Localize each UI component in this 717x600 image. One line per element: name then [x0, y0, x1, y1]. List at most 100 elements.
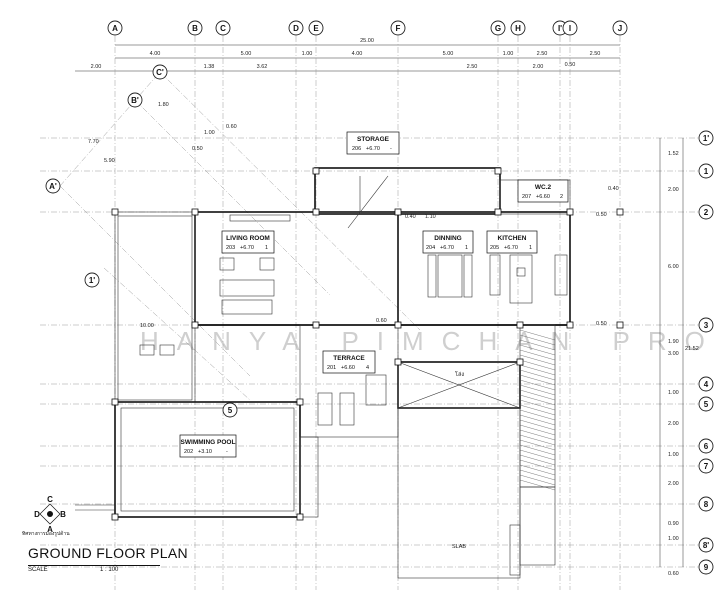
grid-bubble-row-4: 4 — [698, 376, 714, 392]
grid-bubble-col-a: A — [107, 20, 123, 36]
svg-text:1: 1 — [529, 245, 532, 251]
void-label: โล่ง — [455, 370, 464, 378]
grid-bubble-row-1-prime: 1' — [698, 130, 714, 146]
svg-text:204: 204 — [426, 245, 435, 251]
stair-ramp — [519, 324, 556, 491]
svg-text:203: 203 — [226, 245, 235, 251]
svg-text:1.80: 1.80 — [158, 102, 169, 108]
svg-text:2.50: 2.50 — [590, 51, 601, 57]
storage-stair — [347, 175, 389, 229]
dining-furniture — [427, 254, 473, 298]
svg-text:4.00: 4.00 — [352, 51, 363, 57]
svg-text:7.70: 7.70 — [88, 139, 99, 145]
svg-text:3: 3 — [704, 321, 709, 330]
dim-total-width: 25.00 — [360, 38, 374, 44]
svg-text:2.00: 2.00 — [533, 64, 544, 70]
svg-text:H: H — [515, 24, 521, 33]
right-dim-5: 1.00 — [668, 390, 679, 396]
grid-bubble-5-diag: 5 — [222, 402, 238, 418]
drawing-title: GROUND FLOOR PLAN — [28, 545, 188, 561]
grid-bubble-col-h: H — [510, 20, 526, 36]
grid-bubble-col-f: F — [390, 20, 406, 36]
room-tag-kitchen: KITCHEN 205 +6.70 1 — [486, 230, 538, 254]
svg-text:+6.60: +6.60 — [341, 365, 355, 371]
svg-text:5: 5 — [704, 400, 709, 409]
svg-text:1: 1 — [704, 167, 709, 176]
svg-text:A': A' — [49, 182, 57, 191]
svg-text:2.50: 2.50 — [467, 64, 478, 70]
grid-bubble-row-8-prime: 8' — [698, 537, 714, 553]
svg-text:C: C — [220, 24, 226, 33]
room-tag-terrace: TERRACE 201 +6.60 4 — [322, 350, 376, 374]
svg-text:0.50: 0.50 — [596, 212, 607, 218]
svg-text:2.00: 2.00 — [91, 64, 102, 70]
svg-text:1.10: 1.10 — [425, 214, 436, 220]
right-dim-10: 1.00 — [668, 536, 679, 542]
room-tag-swimming-pool: SWIMMING POOL 202 +3.10 - — [179, 434, 237, 458]
svg-text:2: 2 — [560, 194, 563, 200]
svg-text:6: 6 — [704, 442, 709, 451]
right-dim-0: 1.52 — [668, 151, 679, 157]
right-dimension-labels: 1.522.006.001.903.001.002.001.002.000.90… — [668, 151, 679, 577]
room-tag-wc2: WC.2 207 +6.60 2 — [517, 179, 569, 203]
right-dim-11: 0.60 — [668, 571, 679, 577]
svg-text:TERRACE: TERRACE — [333, 355, 365, 362]
svg-text:KITCHEN: KITCHEN — [498, 235, 527, 242]
right-dim-3: 1.90 — [668, 339, 679, 345]
svg-text:3.62: 3.62 — [257, 64, 268, 70]
svg-text:STORAGE: STORAGE — [357, 136, 390, 143]
svg-text:4: 4 — [704, 380, 709, 389]
grid-bubble-row-2: 2 — [698, 204, 714, 220]
svg-text:202: 202 — [184, 449, 193, 455]
svg-text:B: B — [60, 510, 66, 519]
room-tag-living-room: LIVING ROOM 203 +6.70 1 — [221, 230, 275, 254]
svg-text:+6.70: +6.70 — [240, 245, 254, 251]
right-dimension-lines — [659, 138, 684, 567]
svg-text:0.50: 0.50 — [565, 62, 576, 68]
grid-bubble-col-d: D — [288, 20, 304, 36]
svg-text:207: 207 — [522, 194, 531, 200]
svg-text:G: G — [495, 24, 501, 33]
living-room-furniture — [219, 214, 291, 315]
svg-text:D: D — [293, 24, 299, 33]
svg-text:2.50: 2.50 — [537, 51, 548, 57]
grid-bubble-col-i: I — [562, 20, 578, 36]
svg-text:205: 205 — [490, 245, 499, 251]
svg-text:10.00: 10.00 — [140, 323, 154, 329]
svg-text:0.50: 0.50 — [596, 321, 607, 327]
kitchen-furniture — [489, 254, 568, 304]
grid-bubble-col-j: J — [612, 20, 628, 36]
svg-text:J: J — [618, 24, 622, 33]
svg-text:1.00: 1.00 — [302, 51, 313, 57]
right-dim-9: 0.90 — [668, 521, 679, 527]
right-dim-7: 1.00 — [668, 452, 679, 458]
grid-bubble-row-9: 9 — [698, 559, 714, 575]
svg-text:C: C — [47, 495, 53, 504]
compass-caption: ทิศทางการมองรูปด้าน — [22, 531, 70, 537]
grid-bubble-col-b: B — [187, 20, 203, 36]
svg-text:WC.2: WC.2 — [535, 184, 552, 191]
svg-text:-: - — [226, 449, 228, 455]
right-dim-4: 3.00 — [668, 351, 679, 357]
slab-label: SLAB — [452, 544, 466, 550]
grid-bubble-col-e: E — [308, 20, 324, 36]
svg-text:4.00: 4.00 — [150, 51, 161, 57]
svg-text:1': 1' — [703, 134, 709, 143]
svg-text:9: 9 — [704, 563, 709, 572]
diagonal-grid-lines — [59, 71, 421, 401]
svg-text:0.40: 0.40 — [405, 214, 416, 220]
svg-text:206: 206 — [352, 146, 361, 152]
grid-bubble-row-1: 1 — [698, 163, 714, 179]
svg-text:0.40: 0.40 — [608, 186, 619, 192]
grid-bubble-row-6: 6 — [698, 438, 714, 454]
grid-bubble-1-prime-diag: 1' — [84, 272, 100, 288]
top-dimension-labels: 25.00 4.00 5.00 1.00 4.00 5.00 1.00 2.50… — [91, 38, 601, 70]
structural-columns — [111, 167, 624, 521]
svg-text:+6.70: +6.70 — [504, 245, 518, 251]
lower-slab — [397, 407, 556, 579]
svg-text:I': I' — [558, 24, 562, 33]
room-tag-dinning: DINNING 204 +6.70 1 — [422, 230, 474, 254]
svg-text:4: 4 — [366, 365, 369, 371]
terrace-area — [299, 324, 521, 438]
